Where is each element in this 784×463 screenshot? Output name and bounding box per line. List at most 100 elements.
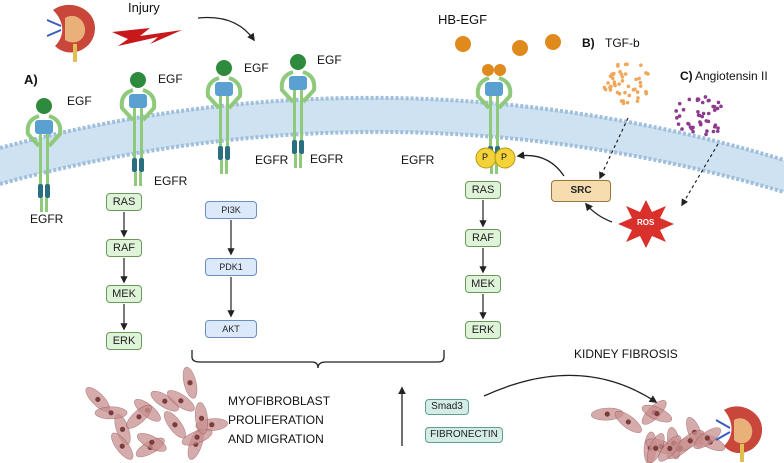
kidney-fibrosis-label: KIDNEY FIBROSIS (574, 347, 678, 361)
erk-box-right: ERK (465, 321, 501, 339)
particle (617, 91, 622, 96)
cell (658, 435, 682, 462)
injury-lightning-icon (112, 28, 182, 46)
particle (715, 129, 720, 134)
particle (706, 98, 711, 103)
ros-label: ROS (637, 218, 655, 227)
egfr-label-1: EGFR (30, 212, 64, 226)
egf-label-2: EGF (158, 72, 183, 86)
particle (695, 97, 700, 101)
particle (675, 116, 679, 120)
particle (623, 72, 628, 76)
particle (644, 91, 649, 96)
particle (696, 110, 700, 114)
particle (612, 82, 617, 86)
particle (644, 71, 648, 75)
angiotensin-label: Angiotensin II (695, 69, 768, 83)
kidney-icon (46, 4, 95, 62)
particle (706, 111, 711, 116)
fibrosis-arrow (483, 374, 658, 403)
particle (618, 69, 622, 74)
particle (674, 109, 678, 113)
particle (620, 79, 625, 83)
egf-label-3: EGF (244, 61, 269, 75)
particle (638, 84, 643, 88)
particle (676, 122, 681, 126)
particle (703, 95, 708, 99)
cell (111, 432, 134, 460)
tgf-b-label: TGF-b (605, 36, 640, 50)
fibronectin-box: FIBRONECTIN (425, 427, 503, 443)
pdk1-box: PDK1 (205, 258, 257, 276)
particle (623, 90, 627, 95)
particle (609, 84, 613, 89)
pi3k-box: PI3K (205, 201, 257, 219)
section-a-label: A) (24, 72, 38, 87)
particle (616, 62, 620, 67)
cell (693, 427, 722, 449)
particle (716, 100, 721, 105)
phospho-label-1: P (482, 152, 489, 162)
particle (700, 100, 705, 105)
particle (691, 129, 695, 134)
egfr-receptors (25, 54, 513, 212)
particle (637, 76, 641, 81)
akt-box: AKT (205, 320, 257, 338)
egfr-label-5: EGFR (401, 153, 435, 167)
particle (701, 111, 706, 116)
ras-box-right: RAS (465, 181, 501, 199)
particle (700, 114, 705, 119)
particle (688, 125, 693, 129)
particle (611, 76, 615, 81)
myofibroblast-cluster (85, 366, 229, 460)
particle (712, 108, 717, 112)
pathway-brace (191, 350, 445, 369)
particle (704, 132, 708, 137)
particle (677, 101, 682, 106)
particle (631, 88, 636, 92)
particle (715, 106, 720, 111)
erk-box-left: ERK (106, 332, 142, 350)
cell (614, 410, 642, 433)
particle (716, 126, 720, 130)
particle (677, 114, 682, 118)
section-c-label: C) (680, 69, 693, 83)
particle (625, 100, 630, 105)
fibrotic-kidney-icon (715, 406, 763, 462)
ros-to-src-arrow (585, 202, 613, 223)
ras-box-left: RAS (106, 193, 142, 211)
phospho-label-2: P (501, 152, 508, 162)
cell (166, 390, 195, 412)
particle (698, 122, 703, 127)
particle (697, 113, 702, 118)
particle (606, 81, 610, 85)
src-to-egfr-arrow (516, 151, 565, 177)
particle (635, 90, 640, 94)
egf-label-1: EGF (67, 94, 92, 108)
myofibroblast-line-2: PROLIFERATION (228, 413, 324, 427)
particle (712, 125, 717, 129)
particle (627, 93, 632, 98)
particle (687, 97, 692, 102)
egfr-receptor (119, 72, 157, 186)
raf-box-left: RAF (106, 239, 142, 257)
smad3-box: Smad3 (425, 399, 469, 415)
egfr-label-4: EGFR (310, 152, 344, 166)
cell (85, 386, 111, 412)
egfr-receptor (25, 98, 63, 212)
particle (638, 80, 643, 85)
fibrotic-cell-cluster (590, 400, 726, 463)
cell (136, 433, 167, 452)
section-b-label: B) (582, 36, 595, 50)
egf-label-4: EGF (317, 53, 342, 67)
cell (641, 404, 673, 423)
particle (687, 122, 691, 126)
myofibroblast-line-1: MYOFIBROBLAST (228, 394, 331, 408)
hb-egf-label: HB-EGF (438, 12, 488, 27)
tgf-b-particles (602, 62, 650, 106)
angiotensin-particles (674, 95, 723, 137)
mek-box-left: MEK (106, 285, 142, 303)
particle (711, 104, 715, 109)
